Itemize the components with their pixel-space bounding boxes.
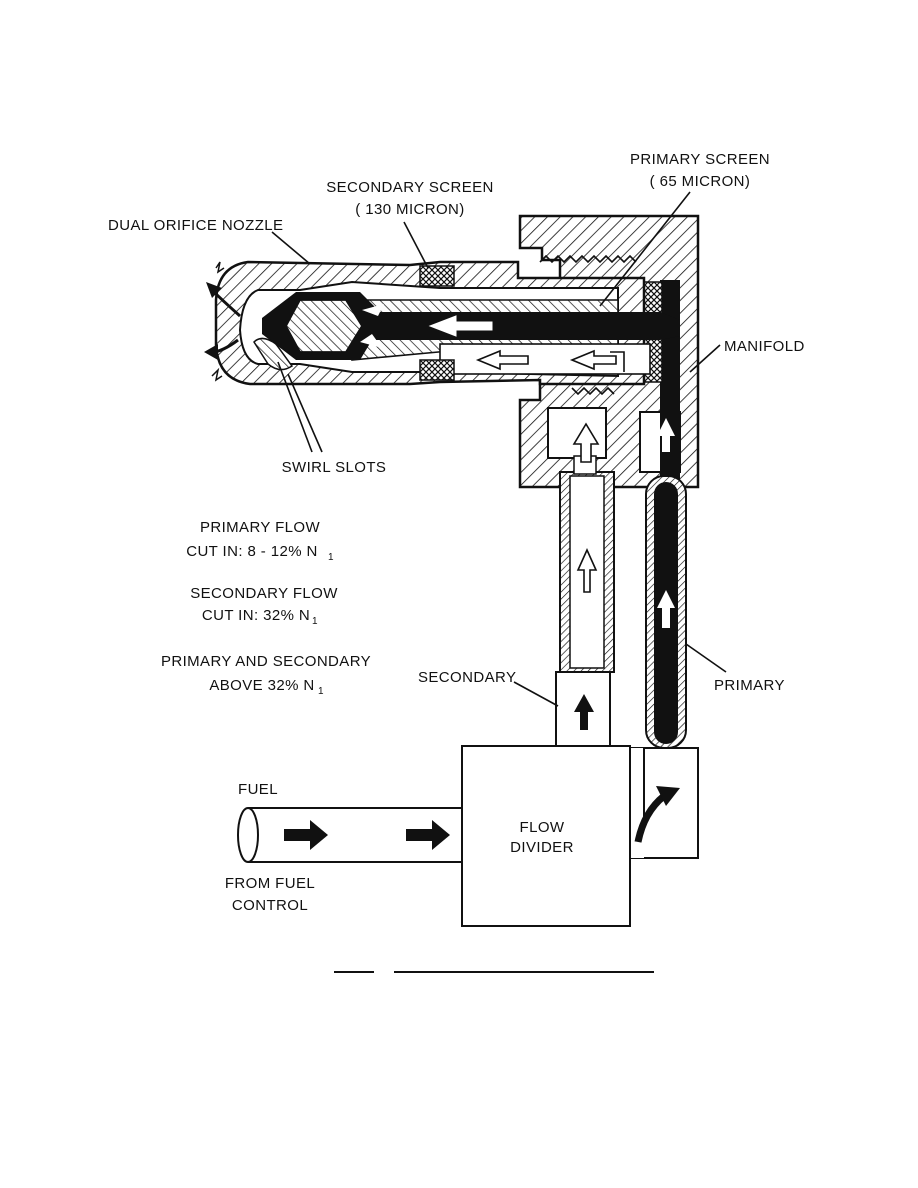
primary-label: PRIMARY <box>714 677 785 694</box>
secondary-label: SECONDARY <box>418 669 516 686</box>
from-fuel-label: FROM FUEL <box>225 875 315 892</box>
fuel-label: FUEL <box>238 781 278 798</box>
manifold-label: MANIFOLD <box>724 338 805 355</box>
flow-divider: FLOW DIVIDER <box>461 745 631 927</box>
secondary-cut-in-label: CUT IN: 32% N <box>202 607 310 624</box>
labels: PRIMARY SCREEN ( 65 MICRON) SECONDARY SC… <box>108 151 805 914</box>
swirl-slots-label: SWIRL SLOTS <box>282 459 387 476</box>
control-label: CONTROL <box>232 897 308 914</box>
primary-cut-in-subscript: 1 <box>328 552 334 563</box>
primary-flow-label: PRIMARY FLOW <box>200 519 321 536</box>
primary-tube <box>629 418 699 859</box>
secondary-screen-lower <box>419 359 455 381</box>
primary-cut-in-label: CUT IN: 8 - 12% N <box>186 543 318 560</box>
secondary-passage-arrows <box>475 349 625 372</box>
fuel-inlet-pipe <box>237 807 463 863</box>
secondary-tube <box>555 422 615 749</box>
fuel-arrow-1 <box>284 820 328 850</box>
dual-orifice-nozzle-label: DUAL ORIFICE NOZZLE <box>108 217 283 234</box>
secondary-screen-upper <box>419 265 455 287</box>
primary-and-secondary-label: PRIMARY AND SECONDARY <box>161 653 371 670</box>
secondary-cut-in-subscript: 1 <box>312 616 318 627</box>
secondary-flow-label: SECONDARY FLOW <box>190 585 338 602</box>
flow-divider-label-1: FLOW <box>520 819 565 836</box>
fuel-arrow-2 <box>406 820 450 850</box>
secondary-cavity <box>547 407 607 459</box>
leader-lines <box>271 191 727 707</box>
primary-passage-arrows <box>360 304 493 348</box>
swirl-slot <box>253 337 294 371</box>
above-label: ABOVE 32% N <box>209 677 314 694</box>
flow-divider-label-2: DIVIDER <box>510 839 574 856</box>
secondary-screen-label: SECONDARY SCREEN <box>326 179 494 196</box>
spray-arrows <box>204 261 241 382</box>
secondary-screen-size-label: ( 130 MICRON) <box>355 201 464 218</box>
above-subscript: 1 <box>318 686 324 697</box>
primary-screen-size-label: ( 65 MICRON) <box>650 173 751 190</box>
primary-screen-label: PRIMARY SCREEN <box>630 151 770 168</box>
